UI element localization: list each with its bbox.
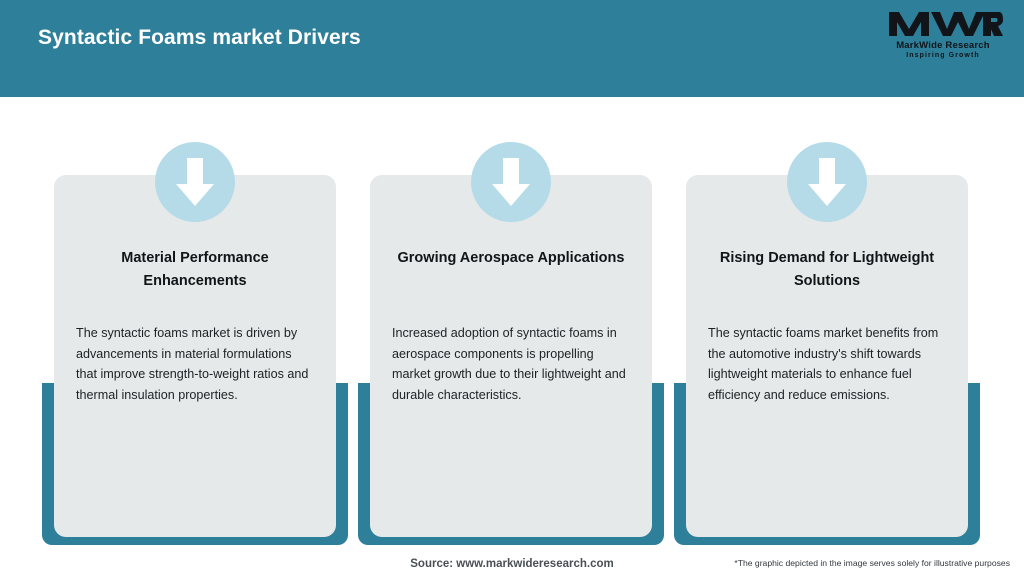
driver-card-2: Growing Aerospace Applications Increased… <box>358 142 664 545</box>
down-arrow-icon <box>471 142 551 222</box>
down-arrow-icon <box>787 142 867 222</box>
down-arrow-glyph <box>176 158 214 206</box>
card-title-3: Rising Demand for Lightweight Solutions <box>719 250 935 289</box>
page-title: Syntactic Foams market Drivers <box>38 26 361 49</box>
logo-company-name: MarkWide Research <box>896 40 990 51</box>
card-description-2: Increased adoption of syntactic foams in… <box>392 326 626 402</box>
card-description-3: The syntactic foams market benefits from… <box>708 326 939 402</box>
mwr-monogram-icon <box>889 12 1003 36</box>
disclaimer-label: *The graphic depicted in the image serve… <box>734 558 1010 568</box>
card-title-1: Material Performance Enhancements <box>121 250 269 289</box>
down-arrow-glyph <box>808 158 846 206</box>
source-label: Source: www.markwideresearch.com <box>410 558 614 570</box>
card-body-2: Growing Aerospace Applications Increased… <box>370 175 652 537</box>
card-title-2: Growing Aerospace Applications <box>397 250 625 266</box>
down-arrow-icon <box>155 142 235 222</box>
card-body-3: Rising Demand for Lightweight Solutions … <box>686 175 968 537</box>
card-body-1: Material Performance Enhancements The sy… <box>54 175 336 537</box>
driver-card-1: Material Performance Enhancements The sy… <box>42 142 348 545</box>
down-arrow-glyph <box>492 158 530 206</box>
brand-logo: MarkWide Research Inspiring Growth <box>880 9 1006 71</box>
card-description-1: The syntactic foams market is driven by … <box>76 326 309 402</box>
header-bar <box>0 0 1024 97</box>
driver-card-3: Rising Demand for Lightweight Solutions … <box>674 142 980 545</box>
logo-tagline: Inspiring Growth <box>906 52 980 59</box>
